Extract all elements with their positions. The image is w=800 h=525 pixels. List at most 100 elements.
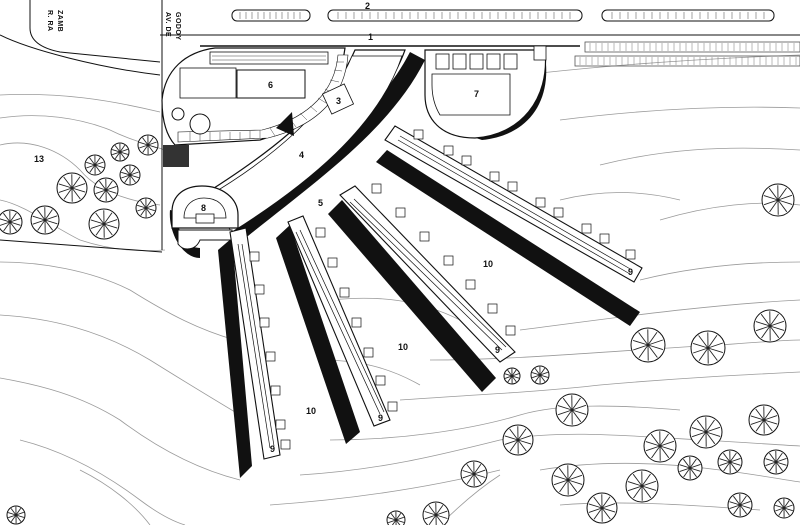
tree-branch [777, 187, 787, 201]
tree-icon [625, 469, 659, 503]
tree-branch [539, 374, 549, 378]
label-9d: 9 [628, 267, 633, 277]
tree-branch [473, 469, 486, 475]
tree-branch [707, 334, 718, 349]
tree-branch [729, 461, 737, 472]
trees [0, 134, 795, 525]
tree-icon [386, 510, 406, 525]
tree-branch [103, 212, 113, 225]
tree-branch [645, 445, 661, 452]
contour-line [559, 106, 800, 121]
slab-block-3-bays [371, 183, 516, 336]
tree-branch [534, 368, 541, 376]
tree-branch [719, 458, 731, 463]
tree-branch [705, 431, 721, 437]
tree-branch [119, 148, 128, 153]
tree-icon [773, 497, 795, 519]
tree-branch [588, 507, 603, 513]
building-6-complex [161, 47, 355, 167]
ramp-3 [321, 83, 355, 115]
tree-icon [761, 183, 795, 217]
tree-branch [137, 204, 147, 209]
tree-branch [395, 519, 401, 525]
contour-line [399, 371, 800, 401]
tree-branch [783, 507, 790, 516]
hall-bay [435, 53, 450, 70]
tree-branch [103, 223, 118, 229]
tree-branch [650, 433, 661, 447]
slab-block-4-spine [397, 139, 631, 275]
tree-branch [647, 331, 658, 346]
hall-bay [452, 53, 467, 70]
tree-branch [775, 457, 787, 463]
tree-branch [15, 507, 22, 516]
tree-branch [588, 503, 603, 509]
tree-branch [627, 481, 643, 487]
bay [249, 251, 260, 262]
tower-base [177, 229, 233, 250]
tree-icon [717, 449, 743, 475]
tree-branch [105, 185, 117, 191]
tree-branch [105, 189, 113, 200]
tree-branch [647, 344, 664, 351]
tree-branch [63, 176, 73, 189]
tree-icon [551, 463, 585, 497]
bay [275, 419, 286, 430]
tree-branch [95, 189, 107, 195]
tree-branch [777, 199, 793, 205]
tree-branch [129, 174, 136, 183]
tree-icon [135, 197, 157, 219]
tree-branch [705, 419, 715, 433]
tree-branch [466, 464, 475, 475]
tree-branch [105, 189, 117, 194]
bay [507, 181, 518, 192]
tree-branch [71, 187, 86, 193]
tower-inner [183, 197, 227, 219]
slab-block-2-spine [299, 229, 385, 413]
bay [375, 375, 386, 386]
tree-branch [395, 519, 405, 523]
street-label-left-bottom: ZAMB [56, 10, 63, 32]
tree-branch [531, 372, 541, 376]
tree-branch [553, 475, 569, 481]
tree-branch [601, 507, 616, 513]
tree-icon [84, 154, 106, 176]
tree-branch [641, 485, 657, 491]
tree-icon [586, 492, 618, 524]
tree-branch [507, 369, 513, 377]
tree-branch [562, 397, 573, 411]
tree-branch [647, 344, 658, 358]
label-3: 3 [336, 96, 341, 106]
tree-branch [119, 144, 126, 153]
label-8: 8 [201, 203, 206, 213]
building-7-hall [424, 45, 547, 139]
tree-branch [761, 325, 771, 339]
tree-branch [121, 174, 131, 179]
tree-icon [422, 501, 450, 525]
tree-branch [778, 500, 785, 509]
tree-branch [142, 144, 149, 153]
tree-icon [753, 309, 787, 343]
tree-branch [763, 199, 779, 206]
tree-branch [435, 504, 444, 516]
tree-branch [424, 514, 437, 520]
tree-branch [0, 218, 11, 223]
tree-branch [44, 219, 54, 231]
tree-branch [679, 464, 691, 469]
tree-branch [428, 514, 437, 525]
tree-branch [641, 473, 651, 487]
tree-branch [71, 187, 81, 200]
tree-branch [395, 516, 404, 521]
tree-branch [775, 461, 787, 466]
tree-branch [641, 480, 657, 487]
tree-branch [567, 467, 577, 481]
tree-branch [601, 507, 611, 520]
terrace-lines [212, 55, 326, 61]
street-strip [231, 9, 311, 22]
tree-branch [783, 504, 793, 509]
tree-branch [10, 508, 17, 516]
tree-branch [388, 519, 397, 524]
tree-branch [137, 207, 147, 212]
tree-branch [659, 440, 675, 447]
building-6-roof [236, 69, 306, 99]
